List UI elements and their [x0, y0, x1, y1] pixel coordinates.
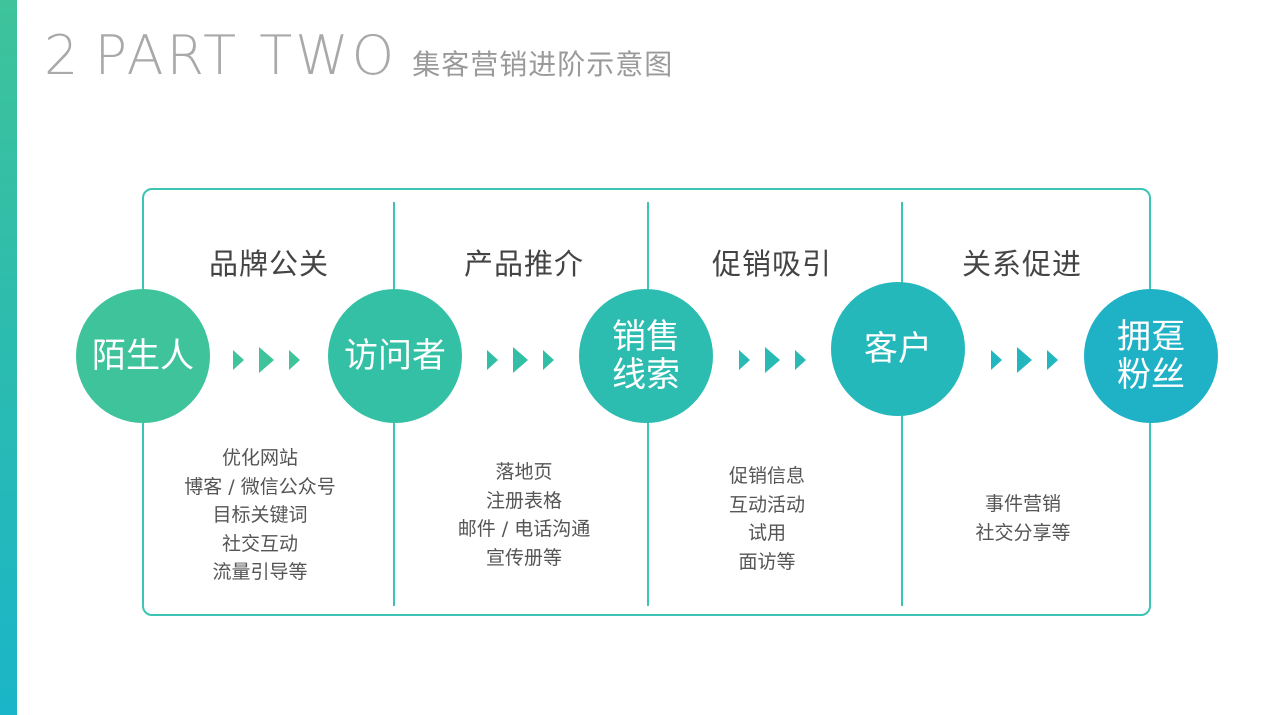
node-label: 销售线索: [612, 317, 680, 395]
page-header: 2 PART TWO 集客营销进阶示意图: [44, 24, 673, 87]
node-label: 客户: [864, 329, 932, 369]
note-line: 社交分享等: [975, 521, 1071, 544]
node-label: 访问者: [344, 336, 446, 376]
note-line: 互动活动: [728, 493, 805, 516]
note-line: 促销信息: [728, 465, 805, 487]
note-line: 优化网站: [221, 447, 298, 469]
triple-chevron-right-icon: [233, 347, 300, 373]
node-stranger: 陌生人: [76, 289, 210, 423]
stage-notes-sales-promotion: 促销信息 互动活动 试用 面访等: [647, 462, 887, 576]
stage-title-sales-promotion: 促销吸引: [711, 247, 832, 281]
note-line: 邮件 / 电话沟通: [457, 518, 591, 540]
note-line: 面访等: [738, 550, 796, 573]
side-accent-bar: [0, 0, 17, 715]
note-line: 宣传册等: [485, 546, 562, 569]
node-sales-lead: 销售线索: [579, 289, 713, 423]
part-title-english: PART TWO: [94, 24, 398, 87]
note-line: 事件营销: [984, 493, 1061, 515]
stage-title-product-promo: 产品推介: [463, 247, 584, 281]
triple-chevron-right-icon: [739, 347, 806, 373]
note-line: 落地页: [495, 461, 553, 483]
note-line: 社交互动: [221, 532, 298, 555]
stage-title-brand-pr: 品牌公关: [208, 247, 329, 281]
node-customer: 客户: [831, 282, 965, 416]
stage-notes-product-promo: 落地页 注册表格 邮件 / 电话沟通 宣传册等: [404, 458, 644, 572]
stage-notes-relationship: 事件营销 社交分享等: [903, 490, 1143, 547]
note-line: 博客 / 微信公众号: [184, 475, 336, 498]
note-line: 流量引导等: [212, 561, 308, 583]
triple-chevron-right-icon: [991, 347, 1058, 373]
node-visitor: 访问者: [328, 289, 462, 423]
node-label: 拥趸粉丝: [1117, 317, 1185, 395]
note-line: 目标关键词: [212, 504, 308, 526]
node-fan: 拥趸粉丝: [1084, 289, 1218, 423]
node-label: 陌生人: [92, 336, 194, 376]
stage-title-relationship: 关系促进: [961, 247, 1082, 281]
part-title-chinese: 集客营销进阶示意图: [412, 48, 674, 81]
part-number: 2: [44, 24, 80, 87]
stage-notes-brand-pr: 优化网站 博客 / 微信公众号 目标关键词 社交互动 流量引导等: [140, 444, 380, 587]
note-line: 注册表格: [485, 489, 562, 512]
triple-chevron-right-icon: [487, 347, 554, 373]
note-line: 试用: [747, 522, 786, 544]
